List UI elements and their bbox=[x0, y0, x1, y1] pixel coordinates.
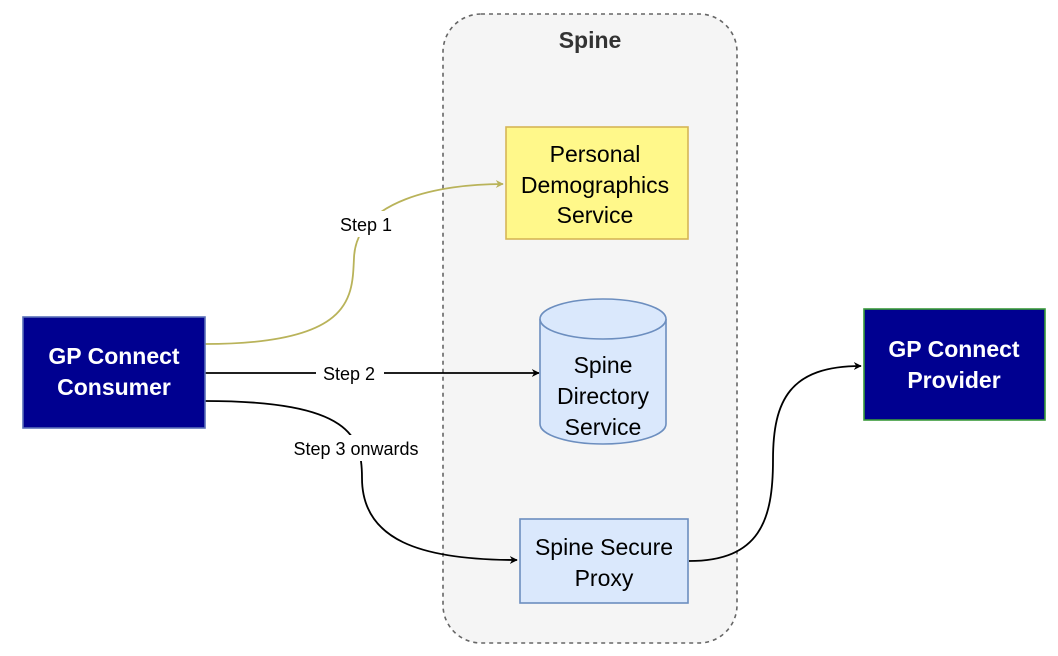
step3-connector bbox=[204, 400, 518, 564]
ssp-box bbox=[519, 518, 689, 604]
gp-connect-provider-node[interactable]: GP Connect Provider bbox=[863, 308, 1046, 421]
provider-label-line2: Provider bbox=[907, 367, 1000, 393]
step2-label-bg bbox=[316, 360, 384, 386]
pds-label-line2: Demographics bbox=[521, 172, 669, 198]
edges: Step 1 Step 2 Step 3 onwards bbox=[204, 180, 862, 564]
ssp-label-line1: Spine Secure bbox=[535, 534, 673, 560]
consumer-label-line2: Consumer bbox=[57, 374, 171, 400]
spine-title: Spine bbox=[559, 27, 622, 53]
ssp-label-line2: Proxy bbox=[575, 565, 634, 591]
sds-label-line3: Service bbox=[565, 414, 642, 440]
step1-label: Step 1 bbox=[340, 215, 392, 235]
step3-label-bg bbox=[280, 435, 432, 461]
pds-label-line3: Service bbox=[557, 202, 634, 228]
spine-secure-proxy-node[interactable]: Spine Secure Proxy bbox=[519, 518, 689, 604]
spine-directory-service-node[interactable]: Spine Directory Service bbox=[539, 298, 667, 445]
provider-box bbox=[863, 308, 1046, 421]
step1-label-bg bbox=[332, 211, 400, 237]
pds-box bbox=[505, 126, 689, 240]
sds-label-line1: Spine bbox=[574, 352, 633, 378]
consumer-label-line1: GP Connect bbox=[48, 343, 180, 369]
provider-label-line1: GP Connect bbox=[888, 336, 1020, 362]
step1-connector bbox=[204, 180, 504, 345]
proxy-to-provider-connector bbox=[688, 362, 862, 562]
consumer-box bbox=[22, 316, 206, 429]
sds-cylinder-body bbox=[539, 319, 667, 445]
step2-label: Step 2 bbox=[323, 364, 375, 384]
sds-label-line2: Directory bbox=[557, 383, 650, 409]
sds-cylinder-top bbox=[539, 298, 667, 340]
gp-connect-consumer-node[interactable]: GP Connect Consumer bbox=[22, 316, 206, 429]
personal-demographics-service-node[interactable]: Personal Demographics Service bbox=[505, 126, 689, 240]
pds-label-line1: Personal bbox=[550, 141, 641, 167]
step3-label: Step 3 onwards bbox=[293, 439, 418, 459]
